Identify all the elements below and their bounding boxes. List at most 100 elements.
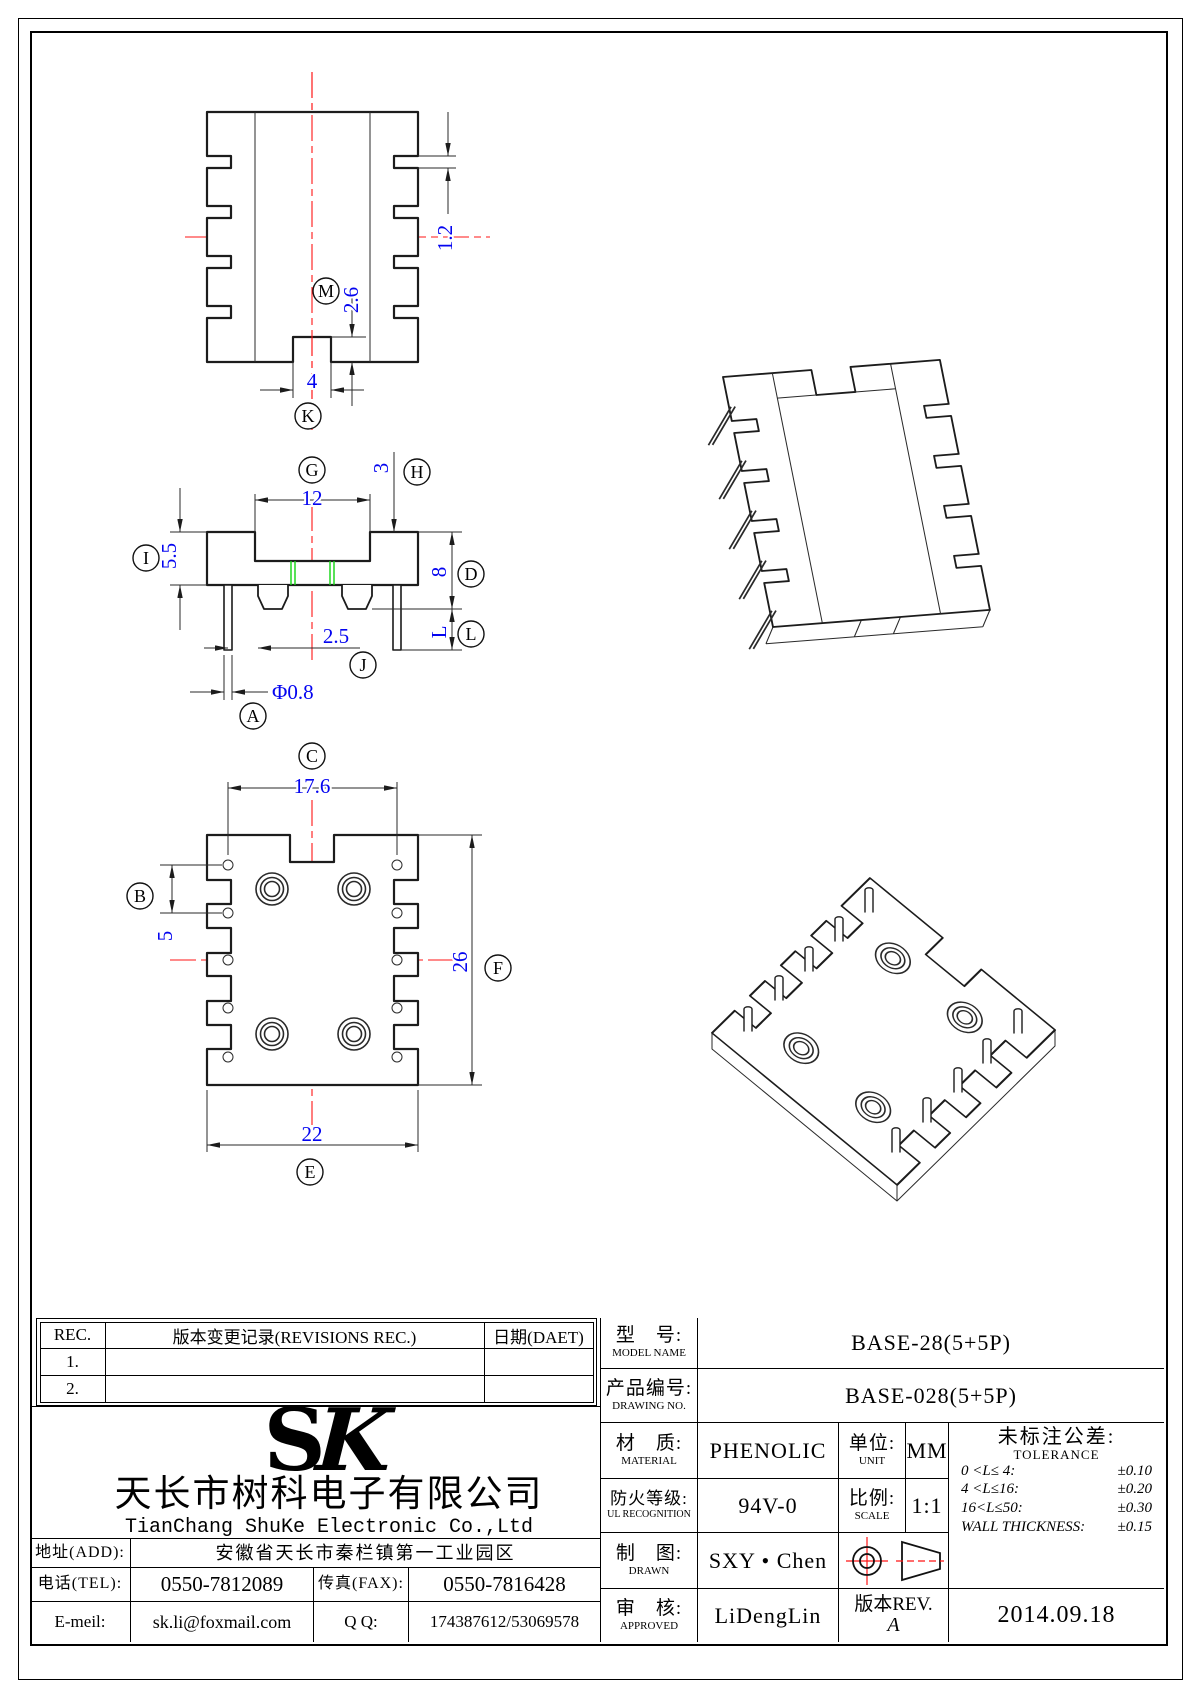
approved-value: LiDengLin	[697, 1588, 838, 1642]
dim-overall-height: 8	[427, 567, 451, 578]
thickness-edges	[765, 609, 991, 645]
balloon-J: J	[349, 651, 377, 679]
plan-outline	[205, 833, 420, 1087]
ext-lines	[223, 655, 233, 700]
rev-date	[485, 1349, 593, 1375]
pin-left	[223, 584, 233, 651]
approved-label: 审 核: APPROVED	[600, 1588, 697, 1642]
ext-lines	[170, 531, 207, 586]
margin-tape-lines	[290, 561, 335, 585]
material-label: 材 质: MATERIAL	[600, 1422, 697, 1478]
pin-holes	[222, 859, 403, 1063]
iso-view-upper	[707, 359, 991, 650]
material-value: PHENOLIC	[697, 1422, 838, 1478]
balloon-E: E	[296, 1158, 324, 1186]
plan-view: 17.6 C 5 B 26 F	[126, 742, 512, 1186]
ext-lines	[227, 782, 398, 855]
drawn-value: SXY • Chen	[697, 1532, 838, 1588]
qq-value: 174387612/53069578	[408, 1601, 600, 1642]
rev-col-date: 日期(DAET)	[493, 1327, 584, 1347]
email-value: sk.li@foxmail.com	[130, 1601, 313, 1642]
unit-label: 单位: UNIT	[838, 1422, 905, 1478]
front-inner-walls	[254, 112, 371, 362]
svg-text:L: L	[466, 624, 477, 644]
svg-text:K: K	[302, 406, 315, 426]
svg-text:M: M	[318, 281, 334, 301]
revision-value: A	[887, 1613, 900, 1636]
projection-symbol-cell	[838, 1532, 948, 1588]
address-value: 安徽省天长市秦栏镇第一工业园区	[130, 1538, 600, 1567]
scale-value: 1:1	[905, 1478, 948, 1532]
ul-label: 防火等级: UL RECOGNITION	[600, 1478, 697, 1532]
balloon-L: L	[457, 620, 485, 648]
dim-window-width: 12	[302, 486, 323, 510]
side-view: 12 G 3 H 5.5 I 8	[132, 452, 485, 730]
svg-text:G: G	[306, 460, 319, 480]
mount-bosses	[255, 872, 371, 1051]
dim-notch-depth: 2.6	[339, 287, 363, 313]
company-name-en: TianChang ShuKe Electronic Co.,Ltd	[124, 1515, 534, 1539]
dim-pin-pitch: 2.5	[323, 624, 349, 648]
balloon-I: I	[132, 544, 160, 572]
rev-desc	[104, 1349, 485, 1375]
company-name: 天长市树科电子有限公司 TianChang ShuKe Electronic C…	[114, 1473, 544, 1539]
tolerance-cell: 未标注公差: TOLERANCE 0 <L≤ 4:±0.10 4 <L≤16:±…	[948, 1422, 1164, 1588]
revision-label: 版本REV.	[854, 1594, 933, 1616]
dim-pin-pitch: 5	[153, 931, 177, 942]
rev-date	[485, 1376, 593, 1402]
pin-right	[392, 584, 402, 651]
email-label: E-meil:	[30, 1601, 130, 1642]
fax-label: 传真(FAX):	[313, 1567, 408, 1601]
ul-value: 94V-0	[697, 1478, 838, 1532]
balloon-A: A	[239, 702, 267, 730]
iso-plate-outline	[711, 877, 1057, 1186]
revision-row: 2.	[40, 1374, 593, 1402]
boss-left	[257, 584, 289, 610]
drawing-no-value: BASE-028(5+5P)	[697, 1368, 1164, 1422]
svg-text:I: I	[143, 548, 149, 568]
revisions-table: REC. 版本变更记录(REVISIONS REC.) 日期(DAET) 1. …	[36, 1318, 597, 1406]
rev-col-rec: REC.	[53, 1325, 92, 1345]
balloon-D: D	[457, 560, 485, 588]
revision-cell: 版本REV. A	[838, 1588, 948, 1642]
dim-slot-pitch: 1.2	[433, 225, 457, 251]
ext-lines	[418, 155, 456, 169]
svg-text:C: C	[306, 746, 318, 766]
inner-frame	[30, 31, 1168, 1646]
drawn-label: 制 图: DRAWN	[600, 1532, 697, 1588]
address-label: 地址(ADD):	[30, 1538, 130, 1567]
boss-right	[341, 584, 373, 610]
front-view: 1.2 2.6 M 4 K	[185, 72, 490, 430]
tolerance-title: 未标注公差:	[997, 1426, 1116, 1448]
dim-flange: 3	[369, 463, 393, 474]
ext-lines	[206, 1090, 419, 1152]
iso-body-outline	[722, 359, 991, 628]
svg-text:A: A	[247, 706, 260, 726]
dim-length: 26	[448, 952, 472, 973]
revisions-header-row: REC. 版本变更记录(REVISIONS REC.) 日期(DAET)	[41, 1322, 593, 1349]
date-cell: 2014.09.18	[948, 1588, 1164, 1642]
unit-value: MM	[905, 1422, 948, 1478]
svg-text:H: H	[411, 462, 424, 482]
balloon-K: K	[294, 402, 322, 430]
svg-text:D: D	[465, 564, 478, 584]
iso-pins-up	[743, 887, 1023, 1153]
balloon-M: M	[312, 277, 340, 305]
rev-no: 1.	[66, 1352, 79, 1371]
balloon-C: C	[298, 742, 326, 770]
svg-text:F: F	[493, 958, 503, 978]
rev-col-desc: 版本变更记录(REVISIONS REC.)	[104, 1322, 485, 1349]
balloon-B: B	[126, 882, 154, 910]
fax-value: 0550-7816428	[408, 1567, 600, 1601]
dim-pin-length: L	[427, 626, 451, 639]
model-label: 型 号: MODEL NAME	[600, 1318, 697, 1368]
dim-body-height: 5.5	[157, 543, 181, 569]
iso-view-lower	[711, 877, 1057, 1202]
balloon-H: H	[403, 458, 431, 486]
company-name-cn: 天长市树科电子有限公司	[114, 1473, 544, 1515]
drawing-no-label: 产品编号: DRAWING NO.	[600, 1368, 697, 1422]
company-cell: SK 天长市树科电子有限公司 TianChang ShuKe Electroni…	[30, 1390, 600, 1539]
balloon-G: G	[298, 456, 326, 484]
qq-label: Q Q:	[313, 1601, 408, 1642]
